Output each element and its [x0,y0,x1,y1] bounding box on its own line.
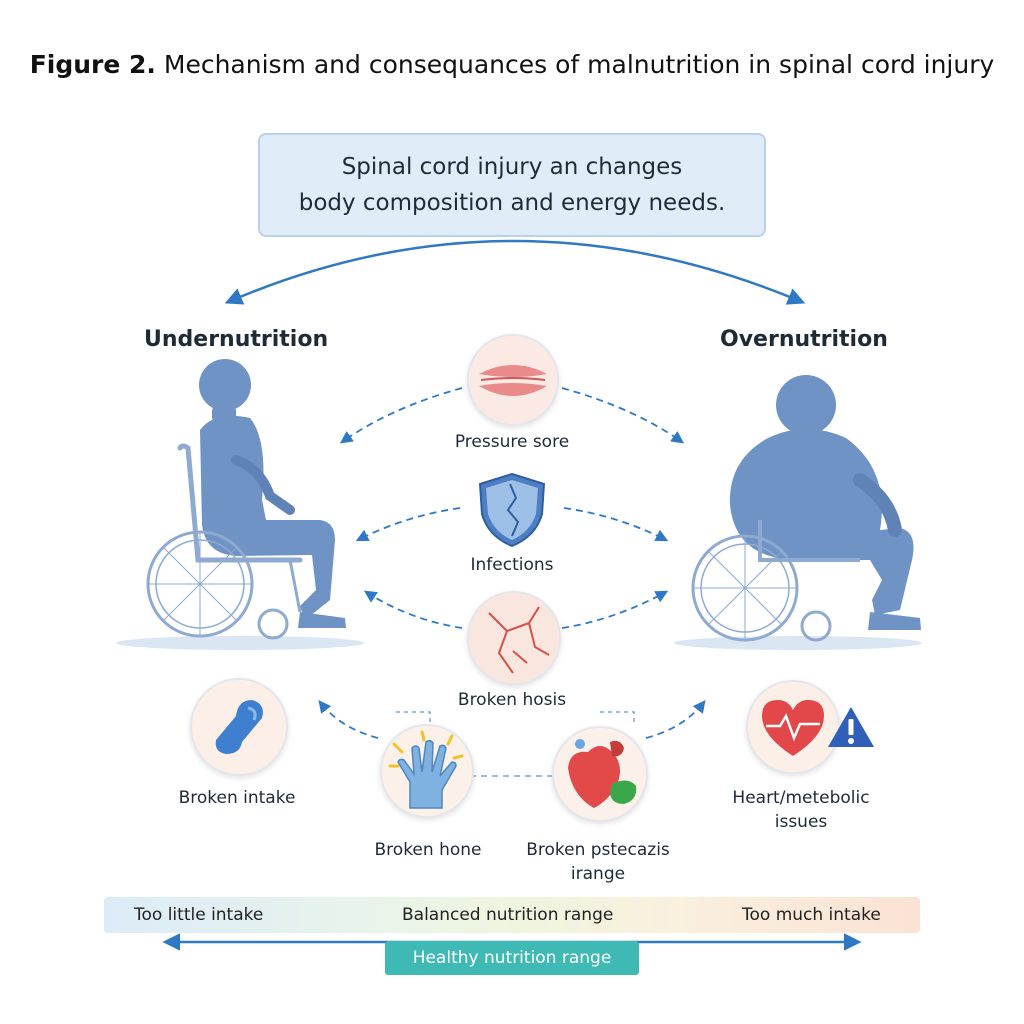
top-arc-arrow [224,239,806,305]
broken-hone-label: Broken hone [374,840,482,860]
broken-pstecazis-label: Broken pstecazis irange [498,838,698,886]
pressure-sore-label: Pressure sore [454,432,570,452]
arrow-hosis-right [561,590,669,629]
organs-icon [554,728,646,820]
arrow-hosis-left [363,590,463,629]
broken-pstecazis-line2: irange [570,864,626,884]
arrow-pressure-left [339,387,463,444]
arrow-pressure-right [561,387,685,444]
cracked-shield-icon [478,472,546,548]
figure-number: Figure 2. [29,50,156,79]
bone-icon [192,680,286,774]
broken-intake-circle [190,678,288,776]
broken-hosis-label: Broken hosis [457,690,567,710]
nutrition-range-bar [104,897,920,933]
broken-intake-label: Broken intake [178,788,296,808]
top-statement-box: Spinal cord injury an changes body compo… [258,133,766,237]
heart-icon [748,682,838,772]
heart-metabolic-line1: Heart/metebolic [732,788,870,808]
connector-left [396,711,431,722]
healthy-range-label: Healthy nutrition range [385,941,639,975]
heart-metabolic-label: Heart/metebolic issues [701,786,901,834]
figure-caption: Mechanism and consequances of malnutriti… [163,50,995,79]
range-left-label: Too little intake [134,905,264,925]
range-middle-label: Balanced nutrition range [402,905,614,925]
broken-hosis-circle [467,591,561,685]
heart-metabolic-circle [746,680,840,774]
broken-hone-circle [380,724,474,818]
left-wheelchair-wheels [146,530,302,640]
connector-right [600,711,635,722]
lips-icon [469,336,557,424]
arrow-infection-right [563,507,669,542]
top-statement-line1: Spinal cord injury an changes [341,154,683,180]
right-wheelchair-wheels [691,520,860,642]
infections-label: Infections [470,555,554,575]
right-floor-shadow [674,636,922,650]
hand-icon [382,726,472,816]
broken-pstecazis-line1: Broken pstecazis [526,840,670,860]
left-floor-shadow [116,636,364,650]
undernutrition-heading: Undernutrition [144,327,329,352]
arrow-bottom-left [318,700,379,739]
arrow-infection-left [355,507,461,542]
heart-metabolic-line2: issues [774,812,828,832]
broken-pstecazis-circle [552,726,648,822]
figure-title: Figure 2. Mechanism and consequances of … [0,50,1024,79]
thin-person-wheelchair-icon [177,359,346,628]
overnutrition-heading: Overnutrition [720,327,888,352]
pressure-sore-circle [467,334,559,426]
arrow-bottom-right [645,700,706,739]
cracked-bone-icon [469,593,559,683]
warning-triangle-icon [828,707,874,747]
top-statement-line2: body composition and energy needs. [298,190,726,216]
range-right-label: Too much intake [742,905,881,925]
heavy-person-wheelchair-icon [729,375,921,630]
